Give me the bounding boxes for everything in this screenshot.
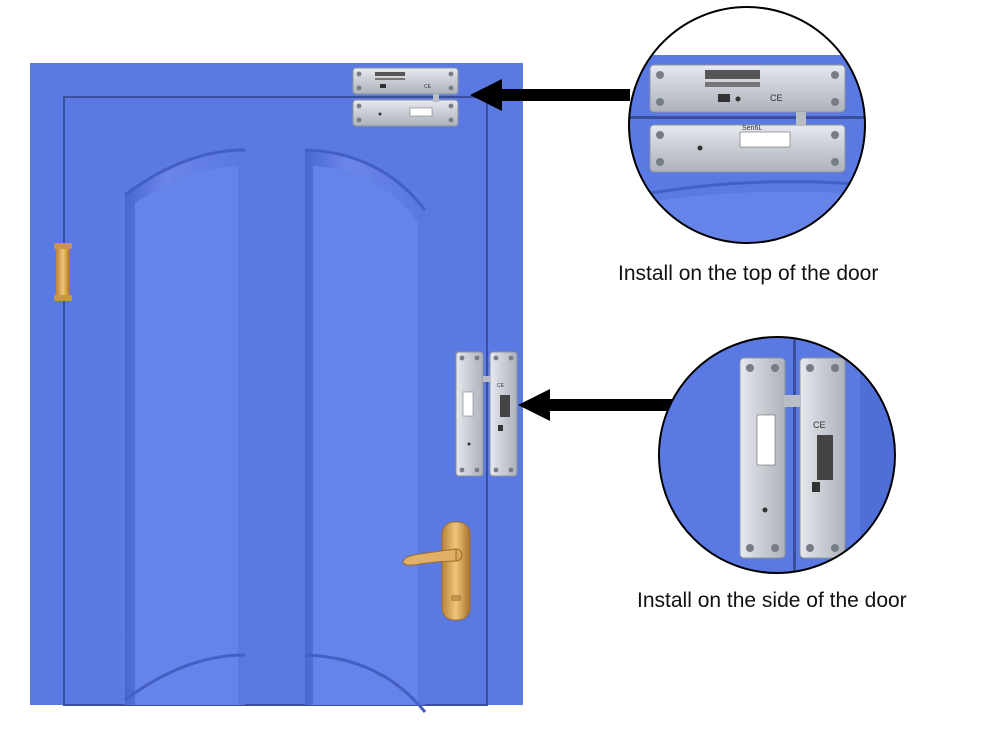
side-lock-ce-mark: CE [497,383,505,389]
door-handle [402,521,471,621]
arrow-side [518,389,673,421]
side-lock: CE [455,351,518,477]
caption-side-install: Install on the side of the door [637,589,907,612]
zoom-side-ce-mark: CE [813,420,826,430]
top-lock-ce-mark: CE [424,84,432,90]
top-lock: CE [352,67,459,127]
door-panel-right-bottom [304,653,427,713]
zoom-top-ce-mark: CE [770,93,783,103]
zoom-top-brand-text: Sen6L [742,125,762,132]
door-panel-left-bottom [124,653,246,702]
caption-top-install: Install on the top of the door [618,262,879,285]
zoom-circle-top: CE Sen6L [628,6,866,244]
arrow-top [470,79,630,111]
zoom-circle-side: CE [658,336,896,574]
door: CE CE [30,63,523,713]
hinge [54,243,72,301]
